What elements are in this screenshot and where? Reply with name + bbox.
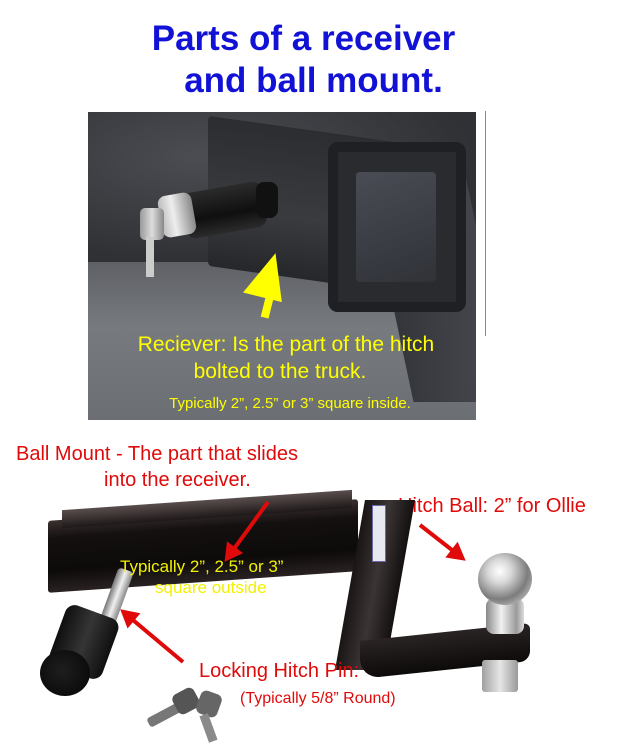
hitch-pin-arrow-icon — [121, 610, 185, 664]
hitch-pin-cap — [40, 650, 90, 696]
hitch-ball-label: Hitch Ball: 2” for Ollie — [398, 495, 586, 517]
divider-line — [485, 111, 486, 336]
receiver-caption-line2: bolted to the truck. — [193, 360, 367, 383]
locking-pin-label: Locking Hitch Pin: — [199, 660, 360, 682]
ball-mount-label-line2: into the receiver. — [104, 469, 251, 491]
hitch-lock-cap — [256, 182, 278, 218]
key-blade — [199, 713, 218, 743]
ball-mount-sticker — [372, 505, 386, 562]
key-head — [194, 688, 224, 720]
hitch-ball-nut — [482, 660, 518, 692]
ball-mount-size-line2: square outside — [155, 578, 267, 597]
locking-pin-sublabel: (Typically 5/8” Round) — [240, 690, 396, 707]
receiver-photo: Reciever: Is the part of the hitch bolte… — [88, 112, 476, 420]
ball-mount-label-line1: Ball Mount - The part that slides — [16, 443, 298, 465]
hitch-ball-icon — [478, 553, 532, 605]
receiver-caption-line1: Reciever: Is the part of the hitch — [137, 333, 435, 356]
receiver-size-caption: Typically 2”, 2.5” or 3” square inside. — [169, 395, 411, 412]
receiver-inner — [356, 172, 436, 282]
hitch-ball-arrow-icon — [418, 523, 464, 560]
diagram-title-line1: Parts of a receiver — [151, 19, 456, 58]
diagram-title-line2: and ball mount. — [184, 61, 443, 100]
keys-icon — [146, 685, 226, 743]
key-blade — [146, 237, 154, 277]
ball-mount-size-line1: Typically 2”, 2.5” or 3” — [120, 557, 284, 576]
receiver-opening — [328, 142, 466, 312]
key-icon — [140, 208, 164, 240]
